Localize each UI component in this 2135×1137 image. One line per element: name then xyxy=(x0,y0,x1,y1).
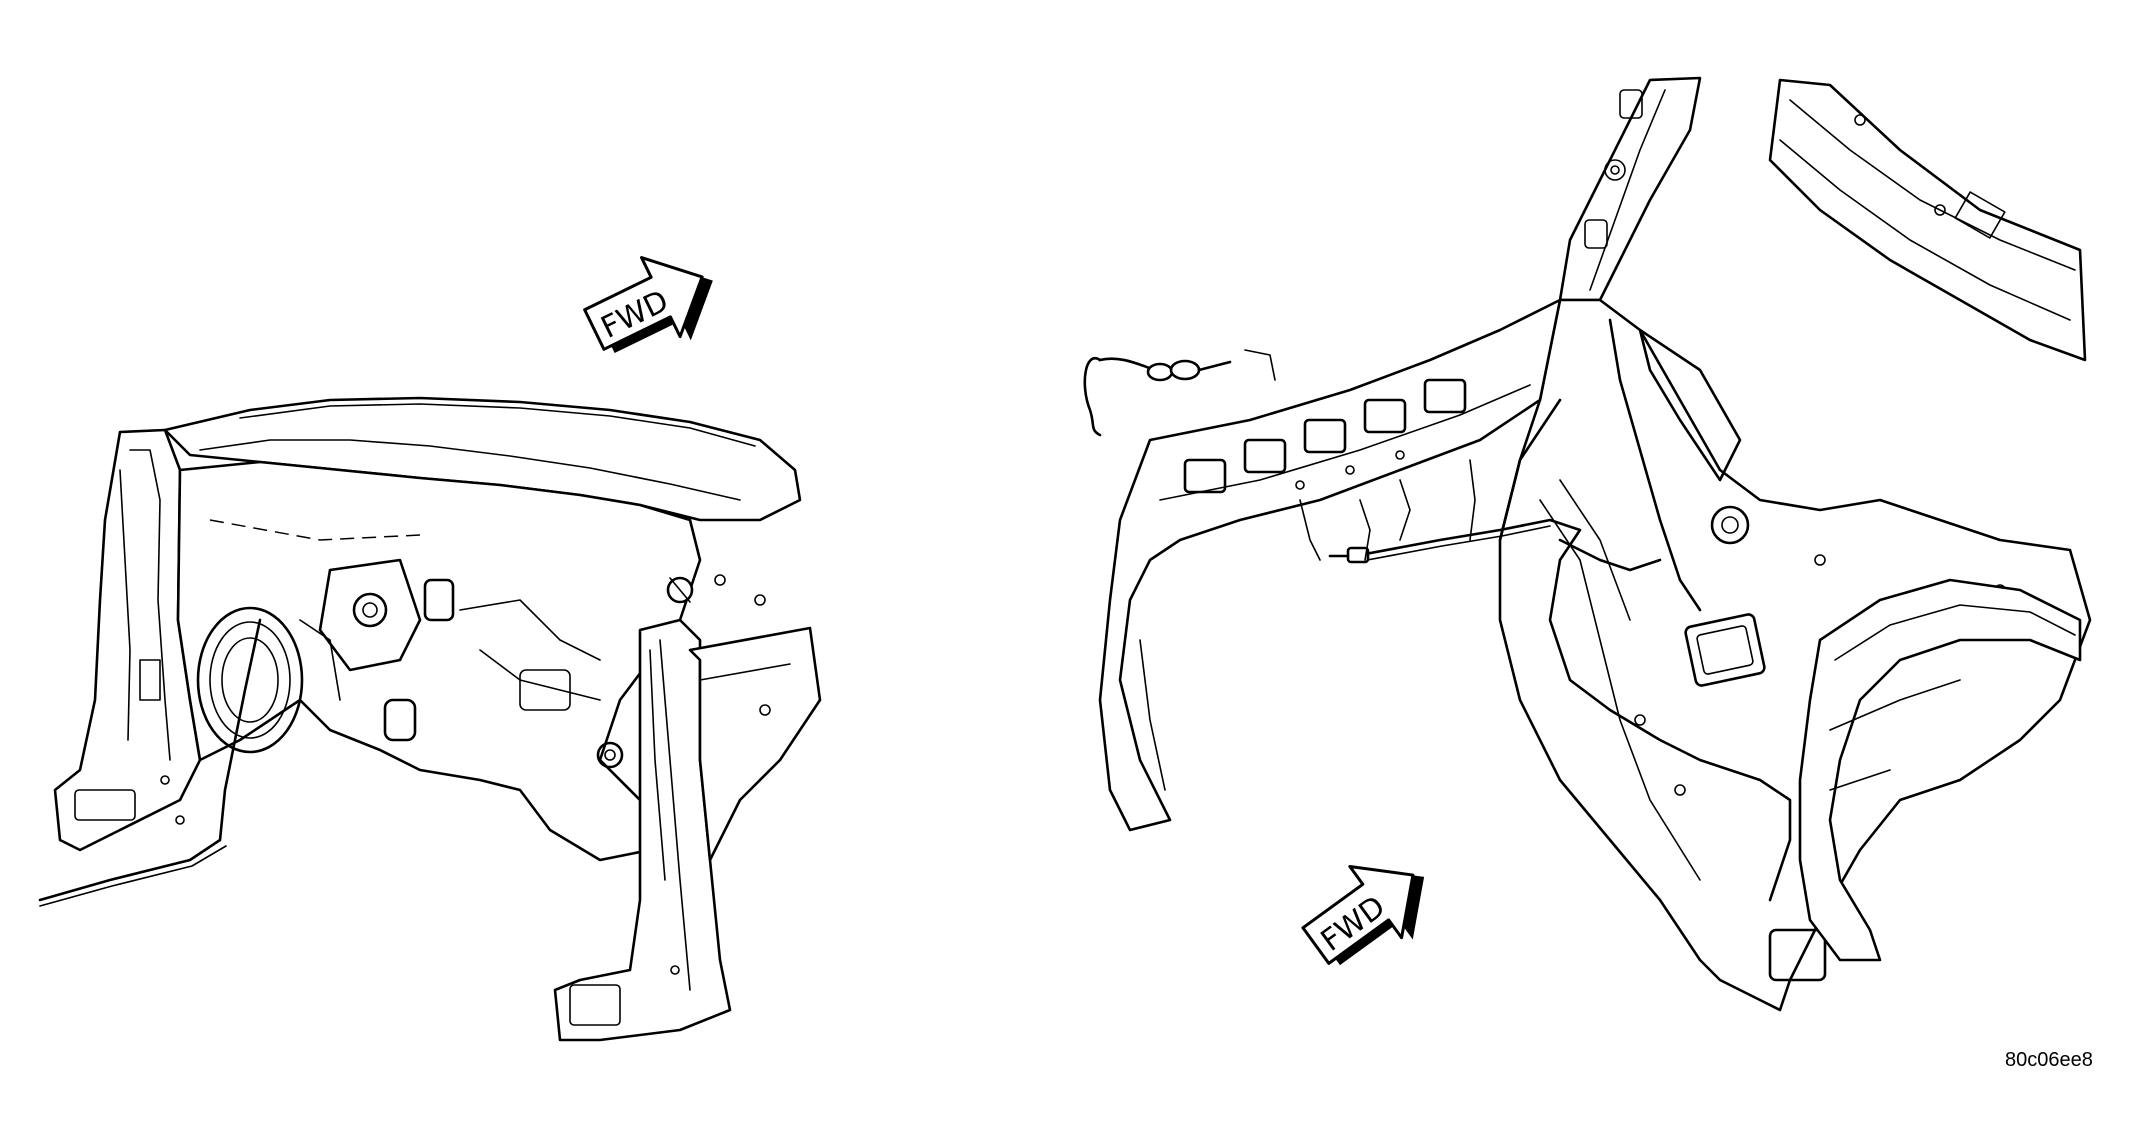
left-cable xyxy=(38,618,262,902)
dash-panel xyxy=(176,460,702,862)
rear-wheel-arch xyxy=(1798,578,2082,962)
fwd-arrow-right: FWD xyxy=(1301,865,1425,966)
roof-rail-rear xyxy=(1768,78,2087,362)
column-opening xyxy=(196,606,304,754)
figure-code: 80c06ee8 xyxy=(2005,1049,2093,1071)
fender-apron xyxy=(688,626,822,862)
left-dash-panel-assembly xyxy=(38,396,822,1042)
right-cable xyxy=(1358,518,1792,902)
fwd-arrow-left: FWD xyxy=(583,256,713,354)
quarter-inner-panel xyxy=(1498,298,2092,1012)
right-body-side-assembly xyxy=(1083,76,2092,1012)
left-a-pillar xyxy=(53,428,202,852)
grommet-plug xyxy=(1083,356,1102,437)
front-roof-rail xyxy=(1098,298,1562,832)
upper-pillar xyxy=(1558,76,1702,302)
